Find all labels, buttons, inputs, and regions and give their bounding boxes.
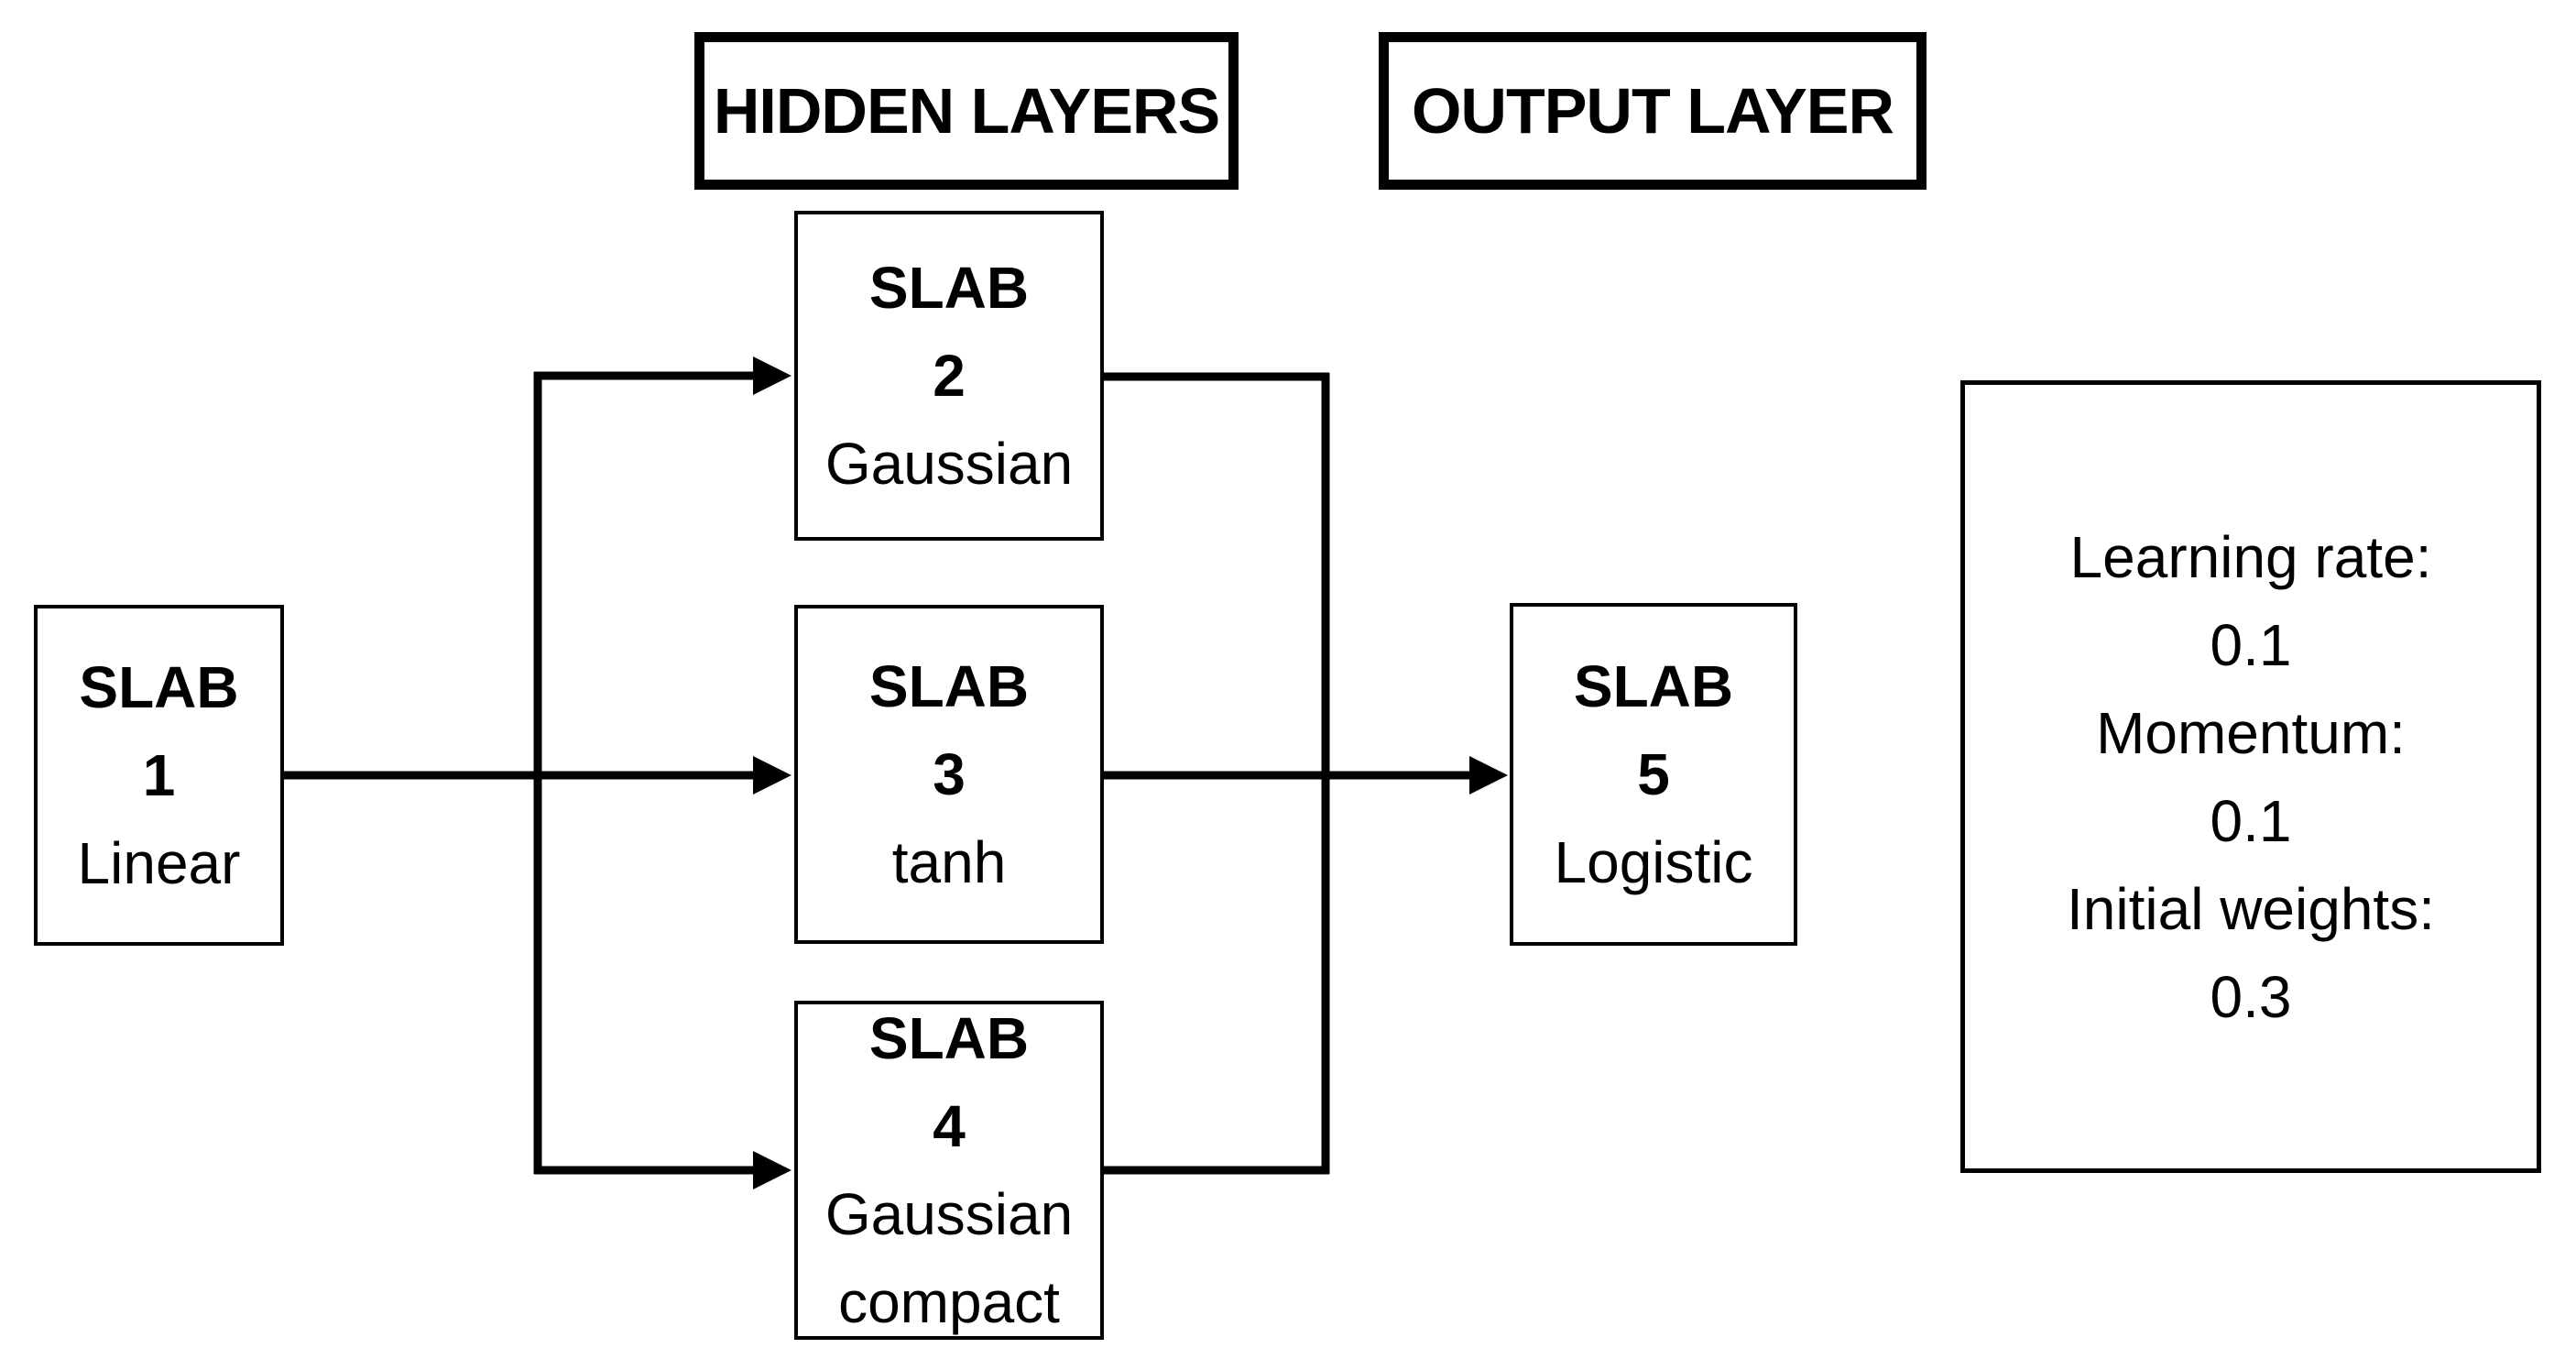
training-parameters-box: Learning rate: 0.1 Momentum: 0.1 Initial… [1960,380,2541,1173]
hidden-layers-label: HIDDEN LAYERS [713,75,1220,147]
slab-2-node: SLAB 2 Gaussian [794,211,1104,541]
params-line-initial-weights-value: 0.3 [2210,963,2292,1030]
params-line-initial-weights-label: Initial weights: [2067,875,2435,942]
output-layer-label: OUTPUT LAYER [1411,75,1894,147]
slab-1-node: SLAB 1 Linear [34,605,284,946]
slab-2-title: SLAB [868,255,1030,321]
arrowhead-slab3-icon [753,756,791,795]
slab-4-number: 4 [933,1093,966,1159]
slab-4-node: SLAB 4 Gaussian compact [794,1001,1104,1340]
slab-3-activation: tanh [891,829,1007,895]
slab-3-node: SLAB 3 tanh [794,605,1104,944]
params-line-learning-rate-value: 0.1 [2210,611,2292,678]
slab-4-activation: Gaussian compact [824,1181,1074,1335]
slab-5-node: SLAB 5 Logistic [1510,603,1797,946]
slab-5-title: SLAB [1573,653,1734,719]
slab-5-number: 5 [1637,741,1670,807]
arrowhead-slab2-icon [753,356,791,395]
params-line-learning-rate-label: Learning rate: [2069,523,2432,590]
slab-2-number: 2 [933,343,966,409]
slab-4-title: SLAB [868,1005,1030,1071]
params-line-momentum-label: Momentum: [2096,699,2406,766]
slab-2-activation: Gaussian [824,431,1074,497]
output-layer-header: OUTPUT LAYER [1379,32,1927,190]
params-line-momentum-value: 0.1 [2210,787,2292,854]
slab-1-title: SLAB [79,654,239,720]
slab-1-activation: Linear [77,830,241,896]
arrowhead-slab5-icon [1469,756,1508,795]
slab-1-number: 1 [142,742,176,808]
slab-3-title: SLAB [868,653,1030,719]
arrowhead-slab4-icon [753,1151,791,1189]
hidden-layers-header: HIDDEN LAYERS [694,32,1239,190]
slab-5-activation: Logistic [1554,829,1753,895]
slab-3-number: 3 [933,741,966,807]
